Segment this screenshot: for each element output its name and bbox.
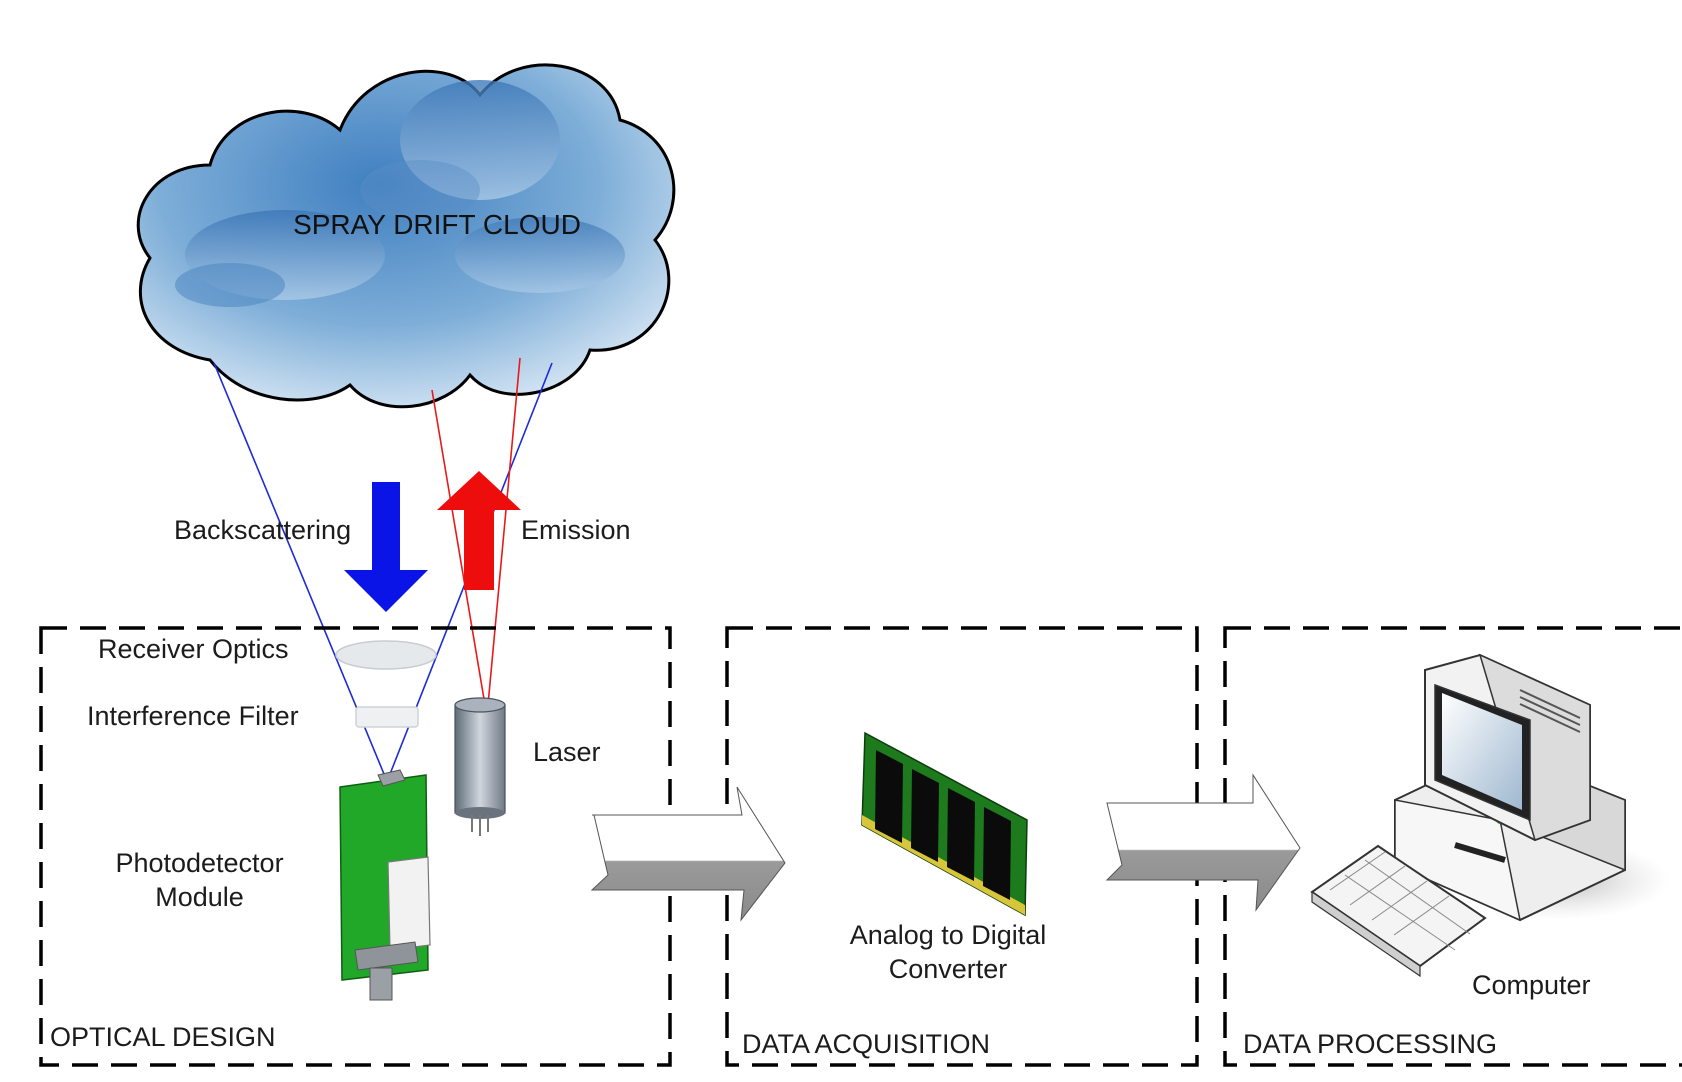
laser-beam [431, 357, 521, 706]
photodetector-board [339, 769, 431, 1001]
emission-arrow [437, 471, 521, 589]
receiver-optics-label: Receiver Optics [98, 634, 289, 664]
data-processing-box [1223, 626, 1682, 1067]
optical-design-section-label: OPTICAL DESIGN [50, 1022, 276, 1052]
spray-drift-cloud [136, 63, 676, 409]
emission-arrow-body [464, 510, 494, 590]
backscattering-label: Backscattering [174, 515, 352, 545]
backscattering-arrow [344, 482, 428, 612]
interference-filter [355, 706, 419, 728]
data-processing-section-label: DATA PROCESSING [1243, 1029, 1498, 1059]
photodetector-label-line1: Photodetector [115, 848, 284, 878]
laser-device [454, 697, 506, 836]
laser-label: Laser [533, 737, 601, 767]
flow-arrow-acquisition-to-processing [1105, 773, 1301, 912]
adc-memory-module [861, 731, 1028, 917]
optical-design-box [39, 626, 672, 1067]
computer-label: Computer [1472, 970, 1591, 1000]
cloud-label: SPRAY DRIFT CLOUD [293, 209, 581, 240]
adc-label-line1: Analog to Digital [849, 920, 1047, 950]
computer-illustration [1310, 653, 1670, 978]
adc-label-line2: Converter [888, 954, 1008, 984]
receiver-optics-lens [335, 640, 437, 670]
flow-arrow-optical-to-acquisition [590, 786, 786, 922]
emission-label: Emission [521, 515, 631, 545]
data-acquisition-section-label: DATA ACQUISITION [742, 1029, 991, 1059]
photodetector-label-line2: Module [155, 882, 244, 912]
interference-filter-label: Interference Filter [87, 701, 299, 731]
